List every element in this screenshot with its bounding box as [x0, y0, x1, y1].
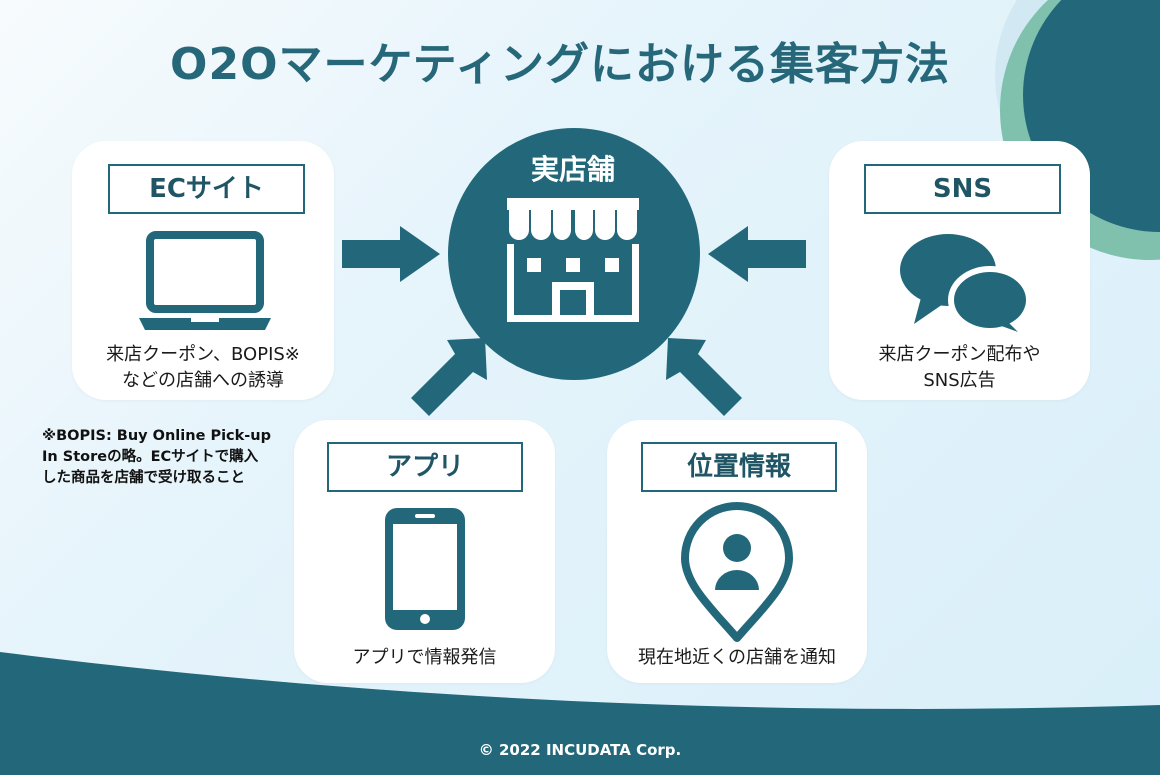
arrow-icon-app — [411, 338, 487, 416]
copyright-footer: © 2022 INCUDATA Corp. — [478, 741, 682, 759]
bg-bottom-wave — [0, 652, 1160, 775]
laptop-icon — [139, 231, 271, 330]
location-pin-icon — [681, 502, 793, 642]
store-label: 実店舗 — [530, 153, 615, 186]
location-label: 位置情報 — [641, 442, 837, 492]
ec-site-description: 来店クーポン、BOPIS※ などの店舗への誘導 — [72, 342, 334, 394]
sns-desc-line1: 来店クーポン配布や — [878, 344, 1041, 365]
arrow-icon-ec — [342, 226, 440, 282]
app-description: アプリで情報発信 — [352, 647, 497, 668]
speech-bubbles-icon — [900, 234, 1032, 334]
ec-site-label: ECサイト — [108, 164, 305, 214]
arrow-icon-location — [666, 338, 742, 416]
smartphone-icon — [385, 508, 465, 630]
storefront-icon — [507, 198, 639, 322]
sns-description: 来店クーポン配布や SNS広告 — [829, 342, 1090, 394]
bopis-note-line3: した商品を店舗で受け取ること — [42, 470, 245, 486]
bopis-note-line1: ※BOPIS: Buy Online Pick-up — [42, 428, 272, 444]
ec-site-desc-line1: 来店クーポン、BOPIS※ — [106, 344, 300, 365]
bopis-note-line2: In Storeの略。ECサイトで購入 — [42, 449, 259, 465]
sns-label: SNS — [864, 164, 1061, 214]
location-description: 現在地近くの店舗を通知 — [638, 647, 836, 668]
page-title: O2Oマーケティングにおける集客方法 — [170, 39, 950, 90]
sns-desc-line2: SNS広告 — [923, 370, 996, 391]
bopis-note: ※BOPIS: Buy Online Pick-up In Storeの略。EC… — [42, 426, 292, 489]
app-label: アプリ — [327, 442, 523, 492]
arrow-icon-sns — [708, 226, 806, 282]
ec-site-desc-line2: などの店舗への誘導 — [122, 370, 284, 391]
